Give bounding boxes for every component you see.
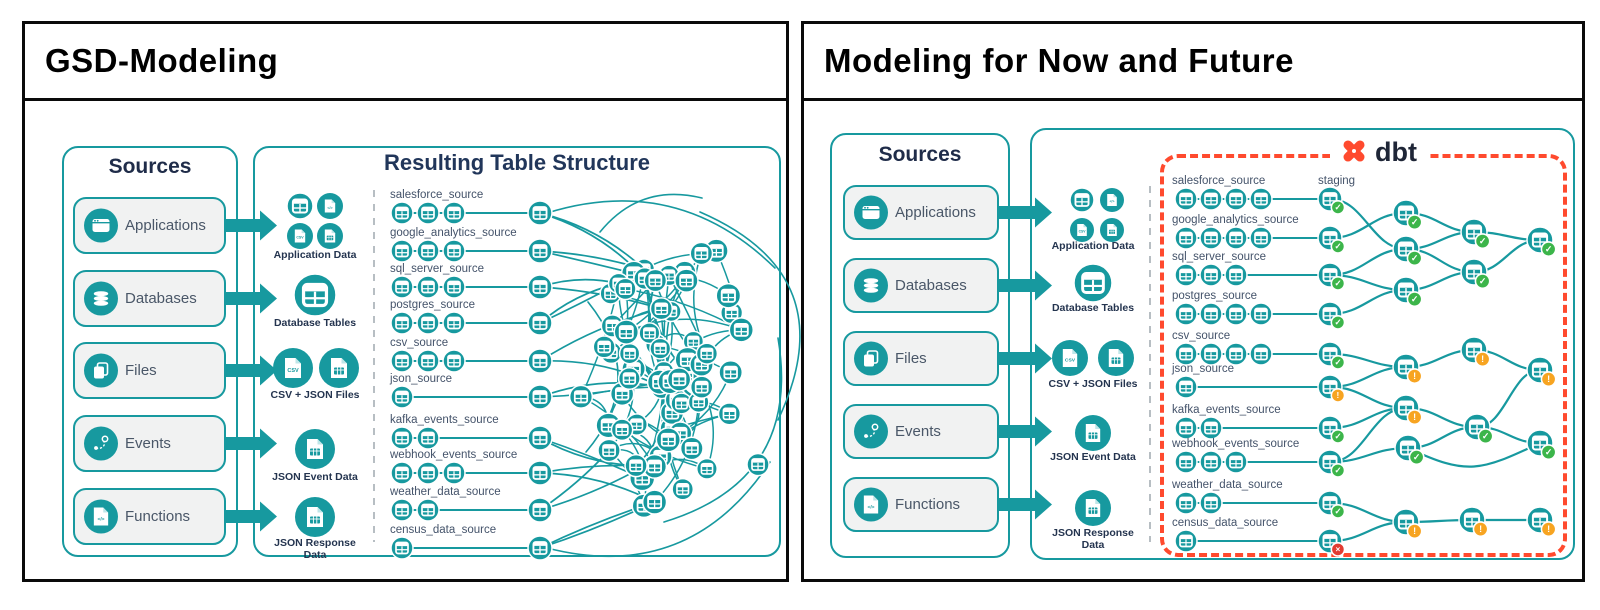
group-label: JSON Response Data	[1052, 527, 1134, 551]
source-item-label: Functions	[895, 496, 961, 513]
source-row-label: csv_source	[1172, 330, 1231, 342]
source-item-label: Files	[895, 350, 927, 367]
source-row-label: postgres_source	[1172, 290, 1258, 302]
source-item-label: Events	[895, 423, 941, 440]
source-item-applications: Applications	[843, 185, 999, 240]
source-item-functions: Functions	[73, 488, 226, 545]
source-item-label: Applications	[895, 204, 976, 221]
source-item-label: Files	[125, 362, 157, 379]
group-label: Application Data	[1051, 240, 1135, 252]
source-item-files: Files	[73, 342, 226, 399]
source-row-label: csv_source	[390, 337, 449, 349]
group-label: Database Tables	[1051, 302, 1135, 314]
source-row-label: google_analytics_source	[390, 227, 517, 239]
right-sources-title: Sources	[878, 143, 962, 166]
source-row-label: kafka_events_source	[1172, 404, 1281, 416]
left-result-box	[253, 146, 781, 557]
source-row-label: census_data_source	[390, 524, 497, 536]
source-row-label: weather_data_source	[1172, 479, 1283, 491]
source-row-label: postgres_source	[390, 299, 476, 311]
group-label: Database Tables	[273, 317, 357, 329]
source-row-label: salesforce_source	[390, 189, 484, 201]
source-item-files: Files	[843, 331, 999, 386]
source-item-label: Events	[125, 435, 171, 452]
source-item-label: Applications	[125, 217, 206, 234]
group-label: CSV + JSON Files	[270, 389, 360, 401]
source-row-label: webhook_events_source	[390, 449, 518, 461]
source-row-label: json_source	[1172, 363, 1235, 375]
source-row-label: salesforce_source	[1172, 175, 1266, 187]
source-item-databases: Databases	[843, 258, 999, 313]
source-item-events: Events	[73, 415, 226, 472]
group-label: CSV + JSON Files	[1048, 378, 1138, 390]
source-item-label: Databases	[125, 290, 197, 307]
source-item-applications: Applications	[73, 197, 226, 254]
source-row-label: google_analytics_source	[1172, 214, 1299, 226]
source-row-label: sql_server_source	[1172, 251, 1266, 263]
group-label: Application Data	[273, 249, 357, 261]
source-row-label: census_data_source	[1172, 517, 1279, 529]
source-item-label: Functions	[125, 508, 191, 525]
source-row-label: json_source	[390, 373, 453, 385]
source-row-label: kafka_events_source	[390, 414, 499, 426]
staging-column-label: staging	[1318, 175, 1356, 187]
group-label: JSON Event Data	[1050, 451, 1136, 463]
group-label: JSON Response Data	[274, 537, 356, 561]
source-row-label: weather_data_source	[390, 486, 501, 498]
left-flow-title: Resulting Table Structure	[383, 150, 651, 175]
source-item-events: Events	[843, 404, 999, 459]
group-label: JSON Event Data	[272, 471, 358, 483]
source-row-label: sql_server_source	[390, 263, 484, 275]
left-sources-title: Sources	[108, 155, 192, 178]
source-item-label: Databases	[895, 277, 967, 294]
source-item-functions: Functions	[843, 477, 999, 532]
left-panel-title: GSD-Modeling	[25, 24, 786, 101]
source-row-label: webhook_events_source	[1172, 438, 1300, 450]
right-panel-title: Modeling for Now and Future	[804, 24, 1582, 101]
source-item-databases: Databases	[73, 270, 226, 327]
